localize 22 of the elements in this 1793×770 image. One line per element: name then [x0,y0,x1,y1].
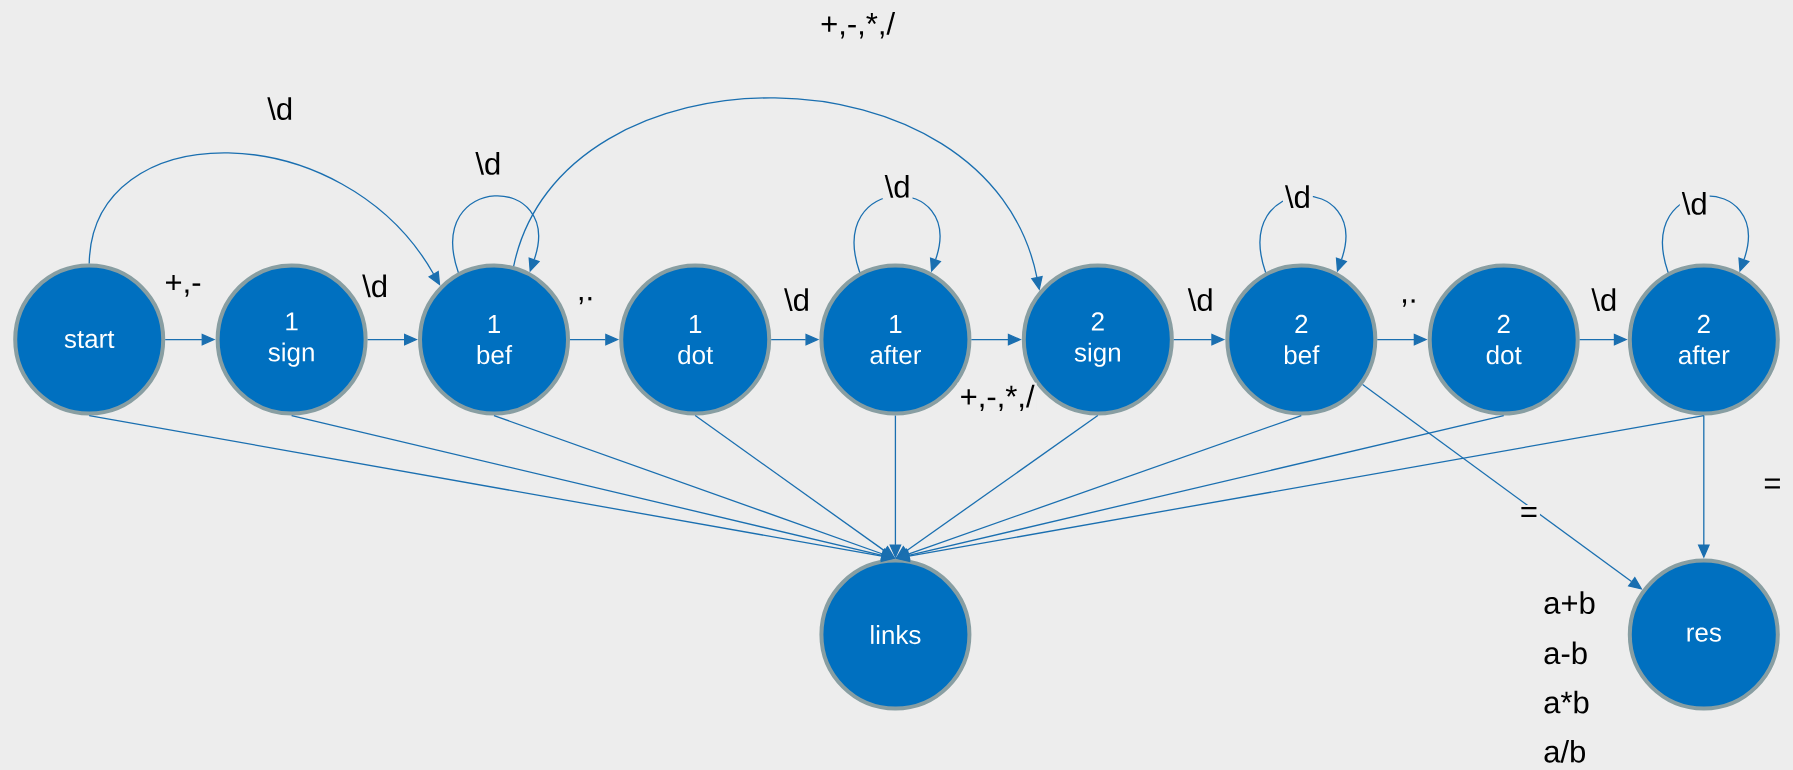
arrow [853,195,942,274]
edge-label: \d [1283,183,1313,211]
operation-label: a*b [1544,690,1589,714]
edge-label: = [1761,476,1784,496]
arrow [1662,195,1750,274]
edge-label: ,. [574,295,597,307]
edge-label: \d [882,173,913,200]
edge-label: +,-,*,/ [957,382,1037,414]
edge-label: +,-,*,/ [818,9,898,41]
arrow [452,195,541,274]
arrow [1259,195,1348,274]
edge-label: \d [265,95,296,122]
arrow [88,152,441,286]
edge-label: \d [473,150,504,177]
operation-label: a-b [1544,641,1587,665]
operation-label: a+b [1544,591,1595,614]
edge-label: \d [782,286,812,313]
edge-label: \d [1679,190,1710,217]
edge-label: \d [1589,286,1620,313]
edge-label: \d [1185,286,1216,313]
operation-label: a/b [1544,739,1585,763]
edge-label: ,. [1398,297,1420,309]
